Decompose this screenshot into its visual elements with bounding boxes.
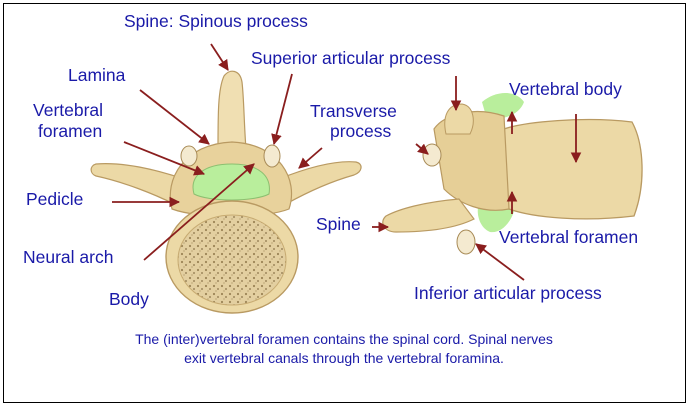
arrow-transverse-top (299, 148, 322, 168)
label-transverse-2: process (330, 122, 391, 142)
vertebral-foramen-top (193, 164, 269, 200)
caption-line-1: The (inter)vertebral foramen contains th… (44, 330, 644, 349)
diagram-frame: Spine: Spinous process Lamina Vertebral … (3, 3, 686, 403)
label-body: Body (109, 290, 149, 310)
arrow-lamina (140, 90, 209, 144)
label-spine-side: Spine (316, 215, 361, 235)
label-pedicle: Pedicle (26, 190, 83, 210)
arrow-superior-articular (274, 74, 292, 144)
label-vertebral-foramen-side: Vertebral foramen (499, 228, 638, 248)
label-neural-arch: Neural arch (23, 248, 113, 268)
label-transverse-1: Transverse (310, 102, 397, 122)
spinous-process (218, 71, 246, 149)
arrow-spinous (211, 44, 228, 70)
label-lamina: Lamina (68, 66, 125, 86)
spinous-process-side (383, 199, 474, 232)
inferior-articular-facet (457, 230, 475, 254)
arrow-inferior-articular (476, 244, 524, 280)
caption-line-2: exit vertebral canals through the verteb… (44, 349, 644, 368)
superior-articular-process-side (445, 104, 473, 134)
right-superior-facet (264, 145, 280, 167)
label-vertebral-body: Vertebral body (509, 80, 622, 100)
transverse-process-tip (423, 144, 441, 166)
label-inferior-articular-process: Inferior articular process (414, 284, 602, 304)
spongy-bone (178, 215, 286, 305)
label-vertebral-foramen-2: foramen (38, 122, 102, 142)
label-superior-articular-process: Superior articular process (251, 49, 450, 69)
vertebral-body-side (502, 120, 643, 219)
caption: The (inter)vertebral foramen contains th… (44, 330, 644, 368)
label-spinous-process: Spine: Spinous process (124, 12, 308, 32)
left-superior-facet (181, 146, 197, 166)
label-vertebral-foramen-1: Vertebral (33, 101, 103, 121)
